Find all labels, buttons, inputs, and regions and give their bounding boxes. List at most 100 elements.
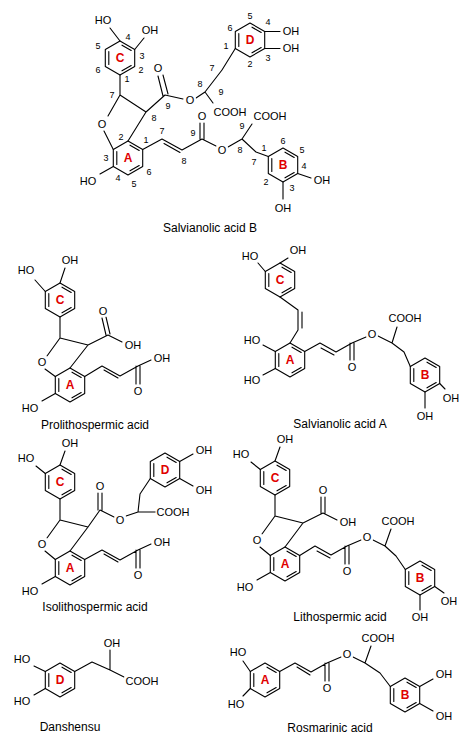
substituent-label: OH	[282, 26, 301, 37]
compound-name: Prolithospermic acid	[40, 419, 150, 431]
substituent-label: OH	[141, 25, 160, 36]
ring-letter: C	[55, 476, 66, 488]
atom-number: 6	[145, 168, 152, 177]
substituent-label: OH	[442, 393, 461, 404]
substituent-label: OH	[313, 175, 332, 186]
atom-number: 3	[138, 52, 145, 61]
atom-number: 8	[196, 80, 203, 89]
substituent-label: OH	[61, 438, 80, 449]
atom-number: 5	[246, 12, 253, 21]
substituent-label: OH	[440, 596, 459, 607]
substituent-label: HO	[241, 251, 260, 262]
substituent-label: HO	[229, 647, 248, 658]
bond-lines	[34, 650, 124, 695]
substituent-label: COOH	[388, 313, 423, 324]
atom-number: 6	[94, 66, 101, 75]
substituent-label: COOH	[361, 633, 396, 644]
substituent-label: COOH	[381, 516, 416, 527]
bond-lines	[243, 646, 433, 711]
atom-number: 6	[226, 24, 233, 33]
ring-letter: D	[160, 464, 171, 476]
substituent-label: O	[37, 357, 48, 368]
atom-number: 5	[130, 180, 137, 189]
atom-number: 1	[260, 144, 267, 153]
substituent-label: HO	[17, 265, 36, 276]
substituent-label: OH	[435, 669, 454, 680]
substituent-label: HO	[227, 699, 246, 710]
atom-number: 3	[264, 54, 271, 63]
compound-name: Salvianolic acid B	[162, 222, 258, 234]
substituent-label: OH	[339, 517, 358, 528]
atom-number: 2	[137, 66, 144, 75]
substituent-label: HO	[243, 335, 262, 346]
benzene-ring	[45, 283, 74, 317]
substituent-label: OH	[103, 638, 122, 649]
ring-letter: A	[65, 379, 76, 391]
atom-number: 3	[102, 154, 109, 163]
substituent-label: HO	[21, 586, 40, 597]
substituent-label: OH	[416, 411, 435, 422]
atom-number: 2	[246, 60, 253, 69]
bond-lines	[100, 28, 311, 199]
compound-name: Salvianolic acid A	[292, 418, 387, 430]
substituent-label: COOH	[253, 111, 288, 122]
substituent-label: OH	[435, 711, 454, 722]
compound-name: Lithospermic acid	[292, 611, 387, 623]
atom-number: 4	[124, 33, 131, 42]
bond-lines	[36, 451, 193, 584]
benzene-ring	[250, 663, 279, 697]
ring-letter: D	[245, 34, 256, 46]
atom-number: 4	[264, 18, 271, 27]
atom-number: 1	[123, 75, 130, 84]
benzene-ring	[410, 358, 439, 392]
atom-number: 7	[250, 158, 257, 167]
compound-name: Isolithospermic acid	[41, 601, 148, 613]
atom-number: 9	[217, 88, 224, 97]
ring-letter: B	[278, 159, 289, 171]
atom-number: 2	[262, 178, 269, 187]
substituent-label: COOH	[213, 107, 248, 118]
atom-number: 9	[189, 129, 196, 138]
substituent-label: HO	[17, 453, 36, 464]
substituent-label: O	[133, 386, 144, 397]
benzene-ring	[45, 663, 74, 697]
atom-number: 7	[108, 91, 115, 100]
substituent-label: HO	[236, 582, 255, 593]
atom-number: 6	[279, 137, 286, 146]
ring-letter: C	[55, 294, 66, 306]
substituent-label: O	[362, 532, 373, 543]
substituent-label: COOH	[156, 507, 191, 518]
benzene-ring	[55, 551, 84, 585]
benzene-ring	[268, 148, 297, 182]
ring-letter: A	[65, 562, 76, 574]
atom-number: 8	[180, 157, 187, 166]
substituent-label: OH	[153, 537, 172, 548]
atom-number: 5	[298, 146, 305, 155]
bond-lines	[35, 268, 151, 401]
ring-letter: A	[285, 354, 296, 366]
atom-number: 5	[94, 42, 101, 51]
substituent-label: OH	[289, 245, 308, 256]
benzene-ring	[275, 343, 304, 377]
atom-number: 4	[114, 174, 121, 183]
substituent-label: HO	[243, 375, 262, 386]
benzene-ring	[105, 41, 134, 75]
ring-letter: B	[400, 689, 411, 701]
ring-letter: C	[270, 472, 281, 484]
benzene-ring	[405, 561, 434, 595]
substituent-label: OH	[195, 445, 214, 456]
compound-name: Rosmarinic acid	[286, 722, 373, 734]
bond-lines	[258, 258, 445, 408]
ring-letter: B	[420, 369, 431, 381]
benzene-ring	[265, 263, 294, 297]
substituent-label: O	[133, 570, 144, 581]
atom-number: 7	[208, 64, 215, 73]
atom-number: 7	[158, 127, 165, 136]
substituent-label: O	[318, 485, 329, 496]
ring-letter: C	[115, 52, 126, 64]
substituent-label: OH	[282, 43, 301, 54]
ring-letter: B	[415, 572, 426, 584]
atom-number: 9	[238, 122, 245, 131]
substituent-label: O	[98, 306, 109, 317]
atom-number: 4	[300, 162, 307, 171]
